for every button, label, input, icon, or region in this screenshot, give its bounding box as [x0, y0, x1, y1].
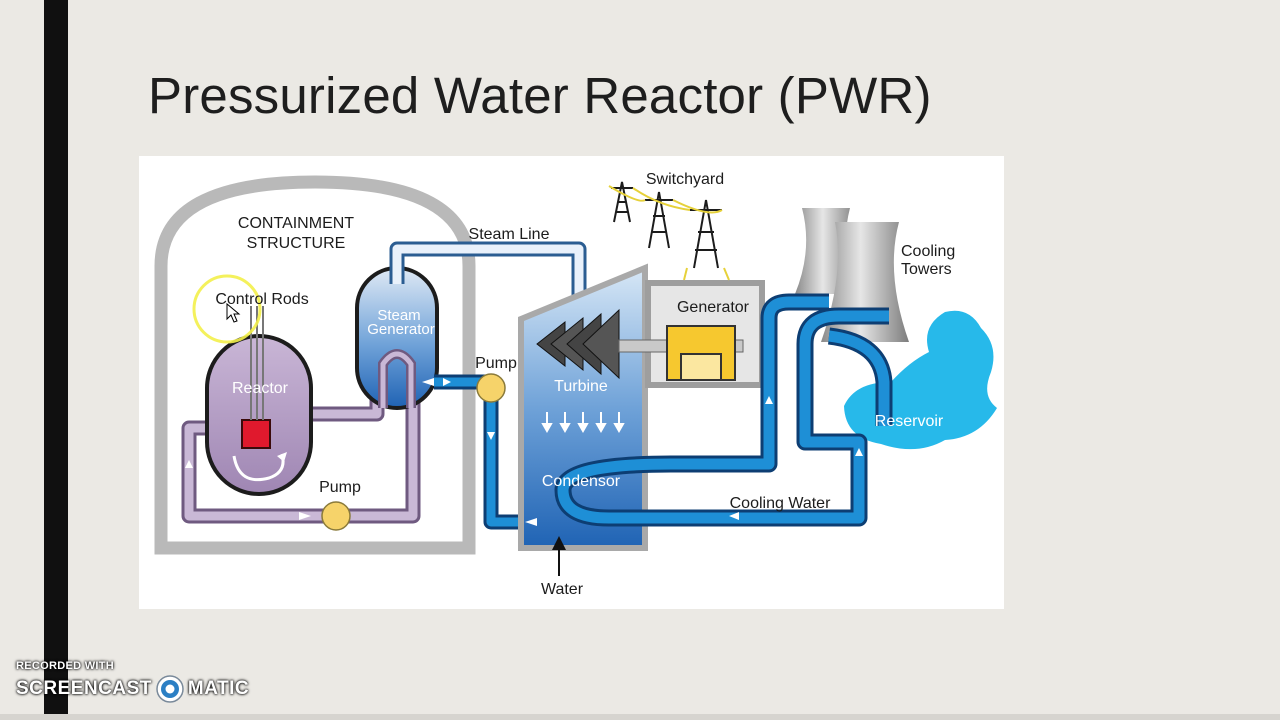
- steam-generator-label-line2: Generator: [367, 321, 435, 338]
- steam-line-pipe: [389, 241, 587, 301]
- cooling-towers-label-line2: Towers: [901, 261, 952, 278]
- steam-line-label: Steam Line: [469, 226, 550, 243]
- switchyard-towers-icon: [611, 181, 722, 269]
- slide-title: Pressurized Water Reactor (PWR): [148, 67, 932, 124]
- steam-generator: [355, 266, 439, 410]
- reactor-label: Reactor: [232, 380, 289, 397]
- secondary-pump-icon: [476, 373, 506, 403]
- secondary-pump-label: Pump: [475, 355, 517, 372]
- cooling-water-piping: [554, 293, 893, 527]
- screencast-logo-icon: [156, 675, 184, 703]
- watermark-brand-left: SCREENCAST: [16, 678, 152, 699]
- screencast-watermark: RECORDED WITH SCREENCAST MATIC: [16, 660, 249, 704]
- left-accent-bar: [44, 0, 68, 714]
- cooling-water-label: Cooling Water: [730, 495, 831, 512]
- cooling-towers-label-line1: Cooling: [901, 243, 955, 260]
- reactor-vessel: [205, 334, 313, 496]
- water-label: Water: [541, 581, 584, 598]
- primary-pump-label: Pump: [319, 479, 361, 496]
- containment-structure-label-line2: STRUCTURE: [247, 235, 346, 252]
- control-rods-label: Control Rods: [215, 291, 308, 308]
- generator: [618, 280, 765, 388]
- reservoir-label: Reservoir: [875, 413, 944, 430]
- containment-structure: [154, 175, 476, 555]
- power-lines: [608, 185, 730, 281]
- generator-label: Generator: [677, 299, 750, 316]
- watermark-brand-right: MATIC: [187, 678, 250, 699]
- bottom-edge: [0, 714, 1280, 720]
- containment-structure-label-line1: CONTAINMENT: [238, 215, 354, 232]
- pwr-diagram: CONTAINMENT STRUCTURE Control Rods React…: [139, 156, 1004, 609]
- water-inlet-arrow: [552, 536, 566, 576]
- cursor-icon: [226, 302, 241, 323]
- primary-pump-icon: [321, 501, 351, 531]
- steam-generator-label-line1: Steam: [377, 307, 420, 324]
- cursor-highlight: [192, 274, 262, 344]
- flow-arrows: [185, 378, 863, 526]
- watermark-recorded-with: RECORDED WITH: [16, 660, 115, 672]
- turbine-label: Turbine: [554, 378, 608, 395]
- turbine-blades-icon: [536, 308, 620, 380]
- condensate-arrows: [541, 412, 625, 434]
- switchyard-label: Switchyard: [646, 171, 724, 188]
- condensor-label: Condensor: [542, 473, 621, 490]
- turbine-housing: [518, 263, 648, 551]
